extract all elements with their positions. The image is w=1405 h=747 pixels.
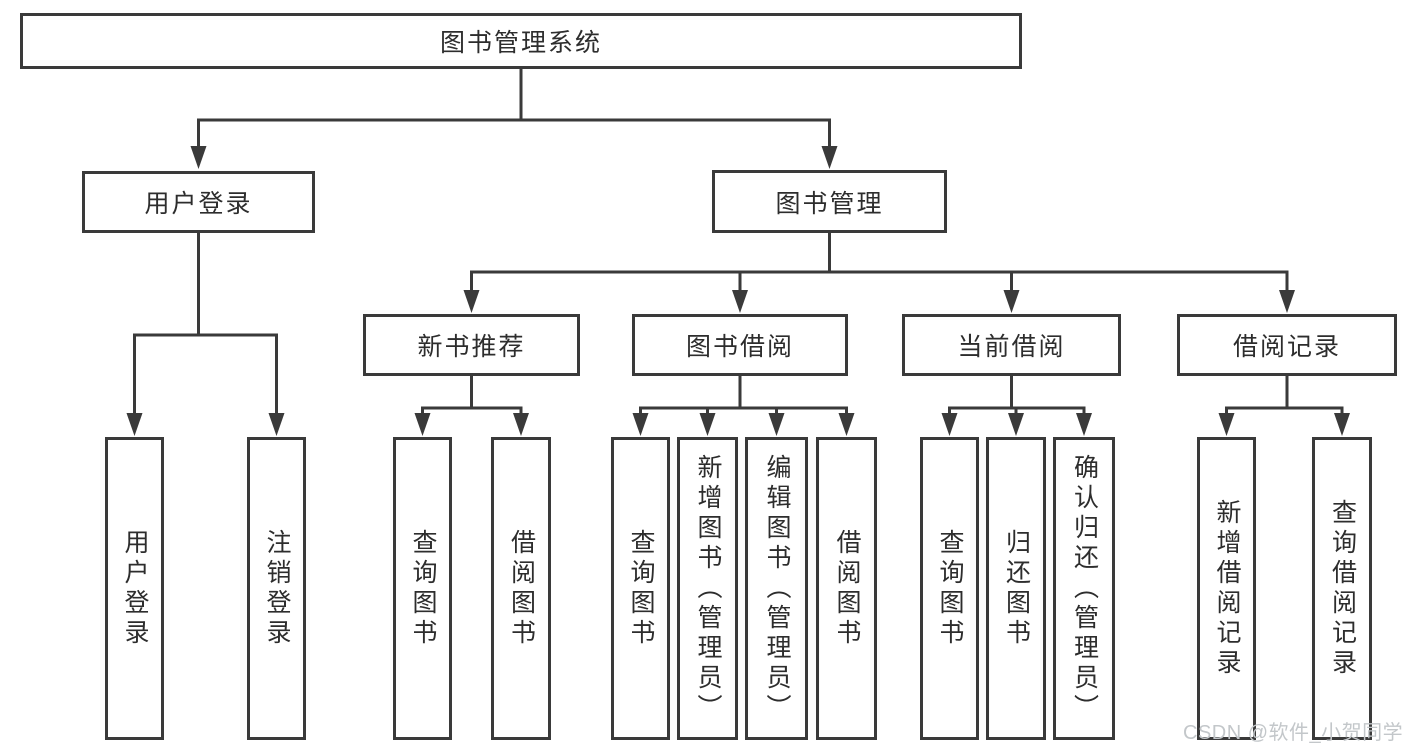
node-new-book-recommend: 新书推荐	[363, 314, 580, 376]
node-root-system: 图书管理系统	[20, 13, 1022, 69]
leaf-current-return-books: 归还图书	[986, 437, 1046, 740]
node-book-management-branch: 图书管理	[712, 170, 947, 233]
node-book-borrowing: 图书借阅	[632, 314, 848, 376]
node-user-login-branch: 用户登录	[82, 171, 315, 233]
node-borrowing-records: 借阅记录	[1177, 314, 1397, 376]
leaf-newbook-borrow-books: 借阅图书	[491, 437, 551, 740]
leaf-record-add-borrow-record: 新增借阅记录	[1197, 437, 1256, 740]
leaf-borrow-query-books: 查询图书	[611, 437, 670, 740]
leaf-current-query-books: 查询图书	[920, 437, 979, 740]
leaf-record-query-borrow-record: 查询借阅记录	[1312, 437, 1372, 740]
leaf-logout: 注销登录	[247, 437, 306, 740]
leaf-borrow-edit-books-admin: 编辑图书（管理员）	[745, 437, 808, 740]
leaf-newbook-query-books: 查询图书	[393, 437, 452, 740]
leaf-borrow-borrow-books: 借阅图书	[816, 437, 877, 740]
node-current-borrowing: 当前借阅	[902, 314, 1121, 376]
leaf-user-login: 用户登录	[105, 437, 164, 740]
csdn-watermark: CSDN @软件_小贺同学	[1183, 722, 1404, 744]
leaf-current-confirm-return-admin: 确认归还（管理员）	[1053, 437, 1115, 740]
leaf-borrow-add-books-admin: 新增图书（管理员）	[677, 437, 738, 740]
